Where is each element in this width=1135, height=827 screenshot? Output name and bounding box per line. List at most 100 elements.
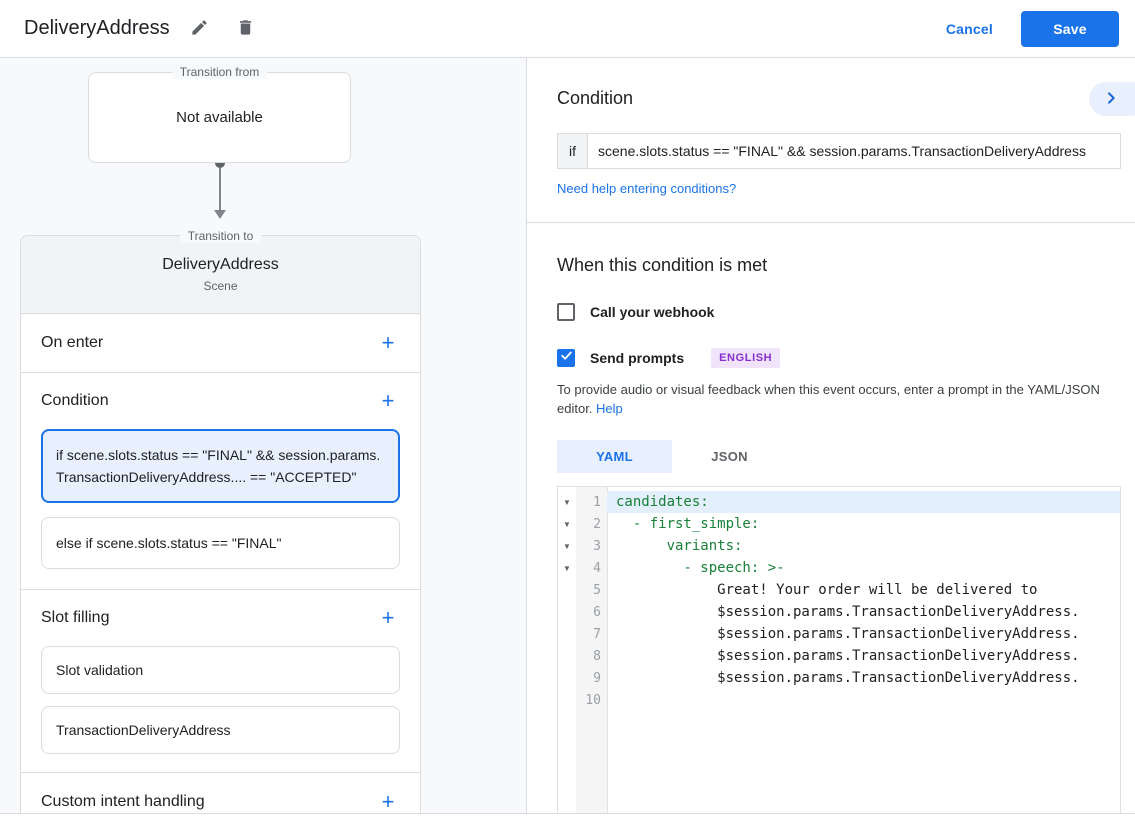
fold-arrow-icon[interactable]: ▼: [563, 541, 571, 551]
divider: [527, 222, 1135, 223]
arrow-head-icon: [213, 210, 226, 219]
code-line: 7 $session.params.TransactionDeliveryAdd…: [558, 623, 1120, 645]
prompts-help-link[interactable]: Help: [596, 401, 623, 416]
condition-item[interactable]: else if scene.slots.status == "FINAL": [41, 517, 400, 569]
main-content: Transition from Not available Transition…: [0, 58, 1135, 820]
line-number: 2: [593, 516, 601, 532]
delete-scene-button[interactable]: [230, 13, 262, 45]
chevron-right-icon: [1103, 90, 1119, 109]
pencil-icon: [190, 18, 209, 40]
line-number: 10: [585, 692, 601, 708]
tab-yaml[interactable]: YAML: [557, 440, 672, 473]
scene-type-label: Scene: [203, 279, 238, 293]
line-number: 4: [593, 560, 601, 576]
code-line: 10: [558, 689, 1120, 711]
condition-expression-field: if: [557, 133, 1121, 169]
transition-arrow: [88, 158, 351, 219]
call-webhook-checkbox[interactable]: [557, 303, 575, 321]
condition-item-selected[interactable]: if scene.slots.status == "FINAL" && sess…: [41, 429, 400, 503]
on-enter-label: On enter: [41, 334, 104, 351]
add-on-enter-button[interactable]: +: [381, 330, 395, 355]
code-line: ▼ 2 - first_simple:: [558, 513, 1120, 535]
slot-item[interactable]: TransactionDeliveryAddress: [41, 706, 400, 754]
tab-json[interactable]: JSON: [711, 449, 748, 464]
add-condition-button[interactable]: +: [381, 388, 395, 413]
section-on-enter: On enter +: [21, 314, 420, 372]
slot-filling-label: Slot filling: [41, 609, 110, 626]
transition-to-label: Transition to: [179, 229, 262, 243]
custom-intent-label: Custom intent handling: [41, 793, 205, 810]
scene-name: DeliveryAddress: [162, 256, 279, 273]
fold-arrow-icon[interactable]: ▼: [563, 563, 571, 573]
code-text: - speech: >-: [616, 560, 785, 576]
transition-to-card: Transition to DeliveryAddress Scene On e…: [20, 229, 421, 820]
collapse-panel-button[interactable]: [1089, 82, 1135, 116]
code-text: $session.params.TransactionDeliveryAddre…: [616, 648, 1080, 664]
line-number: 1: [593, 494, 601, 510]
cancel-button[interactable]: Cancel: [945, 20, 993, 37]
code-text: $session.params.TransactionDeliveryAddre…: [616, 670, 1080, 686]
code-line: ▼ 1 candidates:: [558, 491, 1120, 513]
code-text: $session.params.TransactionDeliveryAddre…: [616, 626, 1080, 642]
line-number: 5: [593, 582, 601, 598]
section-custom-intent: Custom intent handling +: [21, 773, 420, 820]
transition-from-box: Transition from Not available: [88, 65, 351, 163]
line-number: 6: [593, 604, 601, 620]
gutter-separator: [607, 487, 608, 819]
divider: [21, 772, 420, 773]
code-line: ▼ 3 variants:: [558, 535, 1120, 557]
code-text: $session.params.TransactionDeliveryAddre…: [616, 604, 1080, 620]
divider: [21, 589, 420, 590]
condition-help-link[interactable]: Need help entering conditions?: [557, 181, 737, 196]
top-bar: DeliveryAddress Cancel Save: [0, 0, 1135, 58]
if-prefix-label: if: [557, 133, 587, 169]
condition-panel-title: Condition: [557, 88, 634, 108]
section-condition: Condition + if scene.slots.status == "FI…: [21, 373, 420, 589]
slot-validation-item[interactable]: Slot validation: [41, 646, 400, 694]
line-number: 7: [593, 626, 601, 642]
code-line: ▼ 4 - speech: >-: [558, 557, 1120, 579]
edit-title-button[interactable]: [184, 13, 216, 45]
scene-diagram-pane: Transition from Not available Transition…: [0, 58, 527, 820]
trash-icon: [236, 18, 255, 40]
when-condition-met-title: When this condition is met: [557, 255, 768, 275]
page-title: DeliveryAddress: [24, 17, 170, 39]
transition-from-label: Transition from: [171, 65, 268, 79]
scene-card-header: DeliveryAddress Scene: [21, 236, 420, 314]
condition-editor-pane: Condition if Need help entering conditio…: [527, 58, 1135, 820]
code-text: [607, 689, 1120, 711]
call-webhook-label: Call your webhook: [590, 304, 715, 320]
code-line: 8 $session.params.TransactionDeliveryAdd…: [558, 645, 1120, 667]
prompts-description: To provide audio or visual feedback when…: [557, 380, 1121, 418]
code-line: 9 $session.params.TransactionDeliveryAdd…: [558, 667, 1120, 689]
fold-gutter: [558, 487, 576, 819]
add-slot-button[interactable]: +: [381, 605, 395, 630]
code-editor[interactable]: ▼ 1 candidates: ▼ 2 - first_simple: ▼ 3 varian…: [557, 486, 1121, 820]
condition-label: Condition: [41, 392, 109, 409]
fold-arrow-icon[interactable]: ▼: [563, 497, 571, 507]
line-number: 8: [593, 648, 601, 664]
save-button[interactable]: Save: [1021, 10, 1119, 47]
add-custom-intent-button[interactable]: +: [381, 789, 395, 814]
checkmark-icon: [560, 349, 573, 367]
arrow-origin-dot: [214, 158, 225, 168]
line-number: 3: [593, 538, 601, 554]
transition-from-value: Not available: [176, 109, 263, 126]
code-text: - first_simple:: [616, 516, 760, 532]
language-badge: ENGLISH: [711, 348, 781, 368]
line-number-gutter: [576, 487, 607, 819]
arrow-line: [218, 168, 221, 210]
section-slot-filling: Slot filling + Slot validation Transacti…: [21, 590, 420, 772]
code-editor-lines: ▼ 1 candidates: ▼ 2 - first_simple: ▼ 3 varian…: [558, 487, 1120, 711]
code-line: 6 $session.params.TransactionDeliveryAdd…: [558, 601, 1120, 623]
condition-expression-input[interactable]: [587, 133, 1121, 169]
code-text: variants:: [616, 538, 743, 554]
code-text: candidates:: [607, 491, 1120, 513]
editor-format-tabs: YAML JSON: [557, 440, 1121, 473]
code-line: 5 Great! Your order will be delivered to: [558, 579, 1120, 601]
line-number: 9: [593, 670, 601, 686]
fold-arrow-icon[interactable]: ▼: [563, 519, 571, 529]
send-prompts-checkbox[interactable]: [557, 349, 575, 367]
divider: [21, 372, 420, 373]
bottom-edge-strip: [0, 813, 1135, 820]
